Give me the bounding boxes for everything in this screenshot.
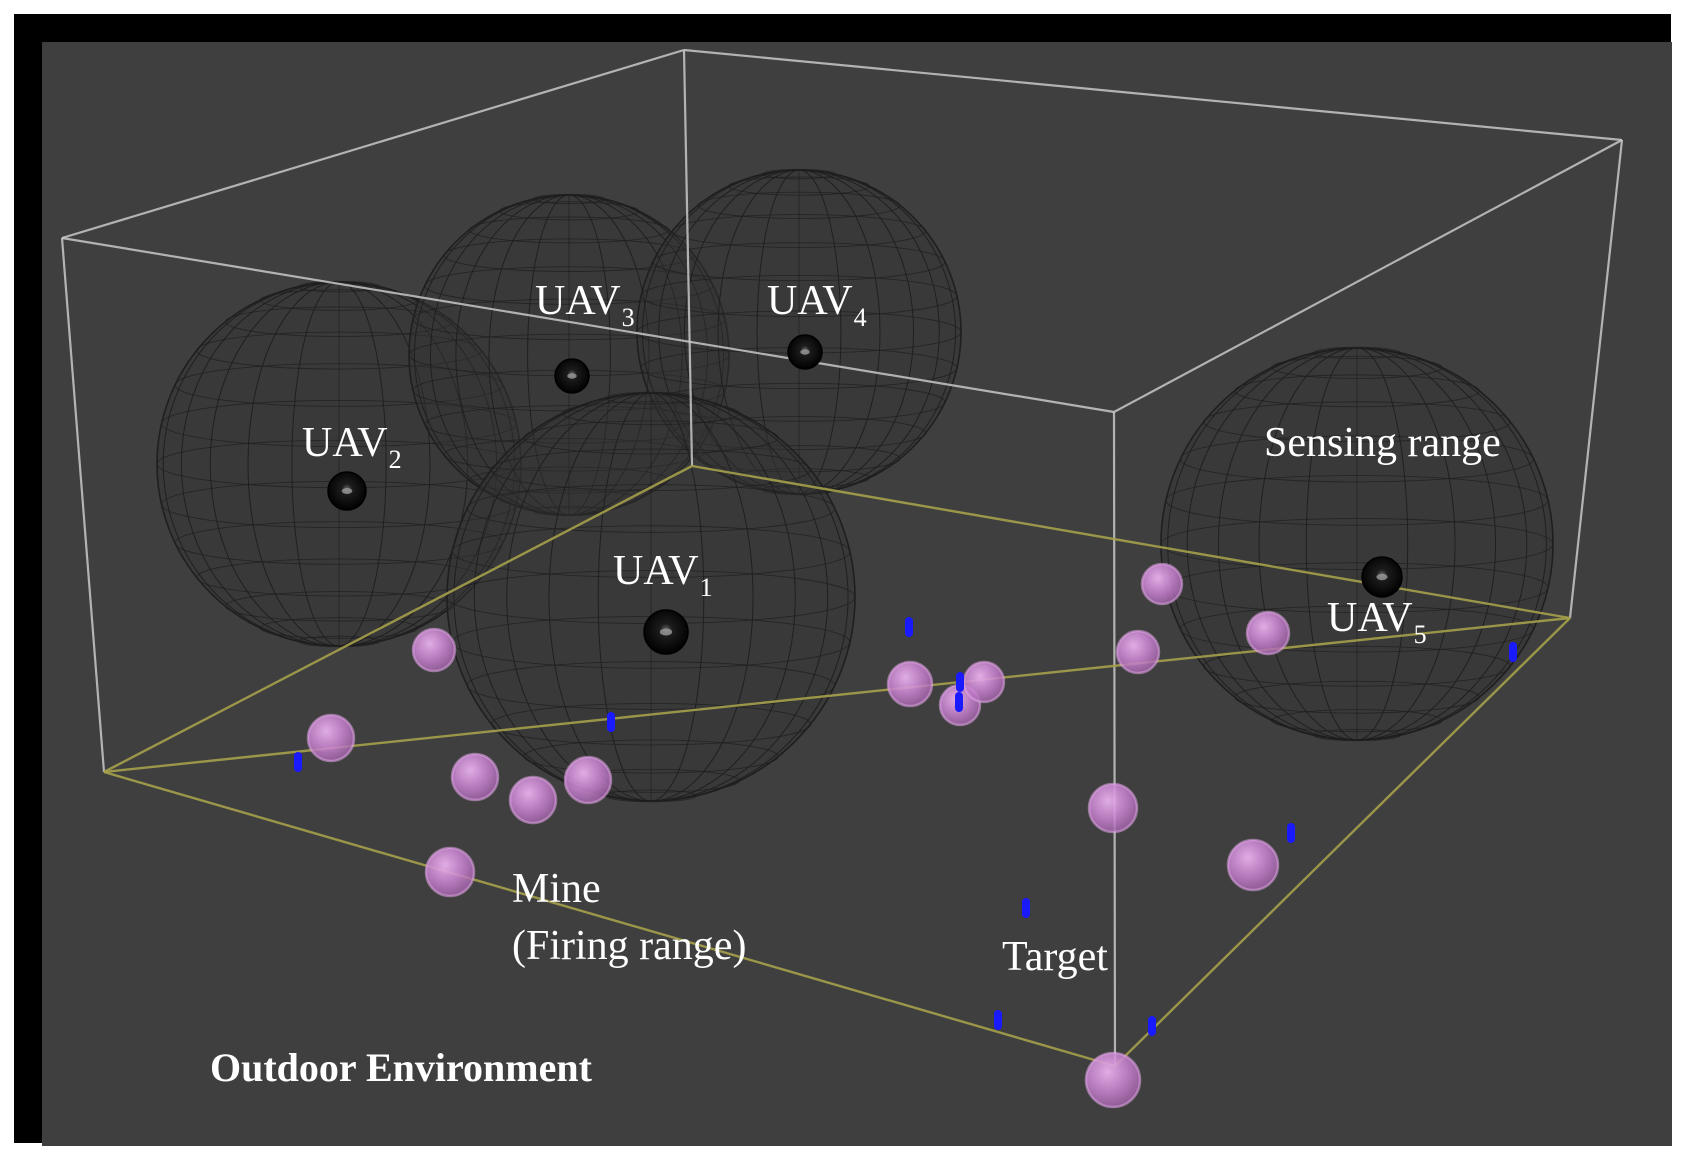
environment-title: Outdoor Environment: [210, 1045, 592, 1090]
uav2-label: UAV2: [302, 420, 402, 474]
environment-box: [60, 48, 1624, 1067]
uav1-label: UAV1: [613, 548, 713, 602]
mine-9: [1140, 562, 1184, 606]
uav3-label: UAV3: [535, 278, 635, 332]
uav2: [327, 471, 367, 511]
figure-frame: UAV3 UAV4 UAV2 UAV1 UAV5 Sensing range M…: [14, 14, 1672, 1146]
uav5: [1361, 556, 1403, 598]
target-7: [1287, 823, 1295, 843]
box-edge-DH: [1112, 411, 1117, 1067]
mine-10: [1115, 629, 1161, 675]
mine-label: Mine: [512, 866, 601, 912]
mine-4: [508, 775, 558, 825]
mine-1: [411, 627, 457, 673]
ground-edge-FG: [691, 464, 1571, 620]
target-4: [956, 672, 964, 692]
mine-6: [886, 660, 934, 708]
sensing-range-label: Sensing range: [1264, 420, 1501, 466]
mines: [306, 562, 1291, 1109]
uav5-label: UAV5: [1327, 595, 1427, 649]
mine-13: [1226, 838, 1280, 892]
uav1: [643, 609, 689, 655]
target-3: [905, 617, 913, 637]
uav4: [787, 334, 823, 370]
ground-edge-GH: [1114, 617, 1571, 1067]
ground-edge-EF: [103, 464, 693, 774]
uav4-label: UAV4: [767, 278, 867, 332]
mine-2: [306, 713, 356, 763]
sensing-range-uav5: [1160, 346, 1554, 742]
box-edge-BF: [682, 49, 694, 467]
sensing-range-uav1: [446, 391, 856, 803]
mine-15: [1084, 1051, 1142, 1109]
mine-12: [1087, 782, 1139, 834]
mine-3: [450, 752, 500, 802]
box-edge-CD: [1113, 139, 1623, 413]
box-edge-AB: [61, 48, 685, 240]
target-10: [1148, 1016, 1156, 1036]
mine-5: [563, 755, 613, 805]
mine-11: [1245, 610, 1291, 656]
target-6: [1509, 642, 1517, 662]
sensing-range-uav2: [156, 280, 522, 648]
mine-8: [962, 660, 1006, 704]
target-8: [1022, 898, 1030, 918]
box-edge-CG: [1568, 139, 1624, 619]
target-9: [994, 1010, 1002, 1030]
uavs: [327, 334, 1403, 655]
target-label: Target: [1002, 934, 1108, 980]
mine-14: [424, 846, 476, 898]
box-edge-DA: [61, 236, 1115, 414]
target-1: [294, 752, 302, 772]
targets: [294, 617, 1517, 1036]
uav3: [554, 358, 590, 394]
target-5: [955, 692, 963, 712]
scene-canvas: [60, 48, 1624, 1109]
target-2: [607, 712, 615, 732]
box-edge-BC: [683, 48, 1623, 142]
ground-edge-HE: [103, 770, 1116, 1068]
sensing-ranges: [156, 168, 1554, 803]
simulation-viewport: UAV3 UAV4 UAV2 UAV1 UAV5 Sensing range M…: [42, 42, 1672, 1146]
box-edge-AE: [60, 237, 106, 773]
firing-range-label: (Firing range): [512, 923, 747, 969]
